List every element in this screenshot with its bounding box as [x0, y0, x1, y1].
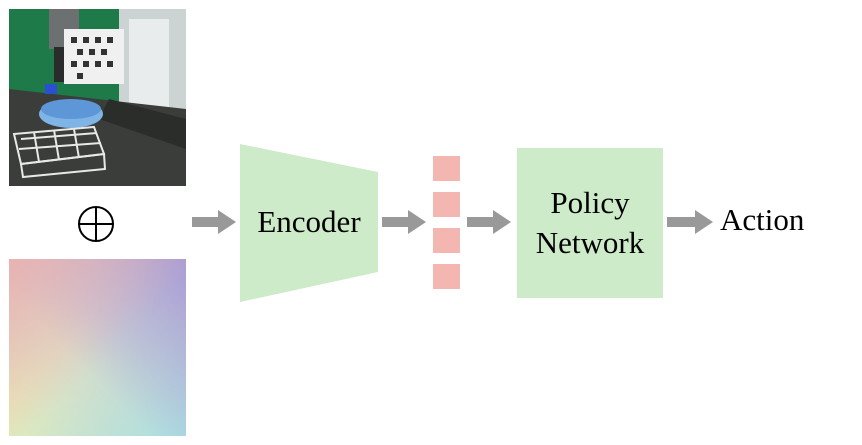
- oplus-icon: [78, 206, 114, 242]
- action-label: Action: [720, 202, 805, 237]
- arrow-icon: [467, 210, 511, 234]
- encoder-block: [240, 144, 378, 302]
- feature-cell: [433, 264, 460, 289]
- gradient-image: [9, 259, 186, 436]
- policy-network-label: Policy Network: [535, 185, 645, 260]
- arrow-icon: [382, 210, 426, 234]
- policy-network-block: [517, 148, 663, 298]
- arrow-icon: [192, 210, 236, 234]
- feature-cell: [433, 156, 460, 181]
- feature-cell: [433, 192, 460, 217]
- encoder-label: Encoder: [257, 204, 361, 239]
- robot-camera-image: [9, 9, 186, 186]
- feature-cell: [433, 228, 460, 253]
- arrow-icon: [667, 210, 713, 234]
